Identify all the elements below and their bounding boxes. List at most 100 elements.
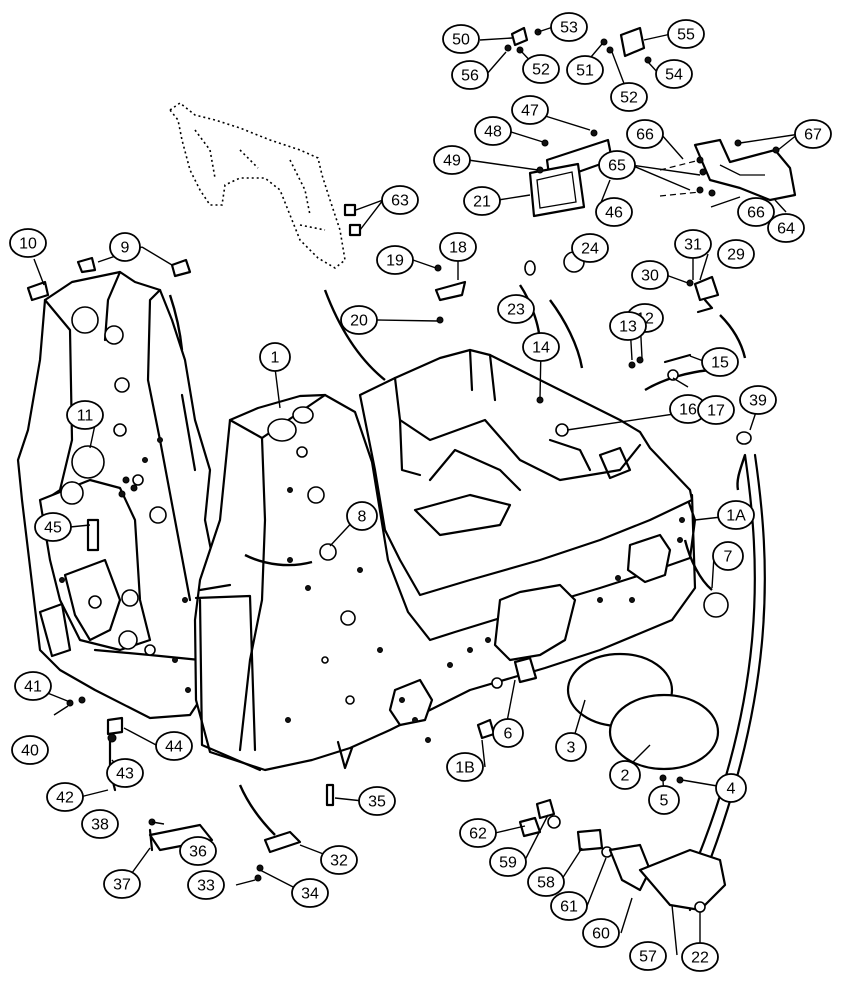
callout-bubble — [376, 245, 414, 275]
callout-65: 65 — [598, 150, 636, 180]
callout-54: 54 — [655, 59, 693, 89]
callout-number: 29 — [727, 247, 745, 264]
callout-number: 59 — [499, 855, 517, 872]
callout-bubble — [717, 500, 755, 530]
callout-5: 5 — [648, 785, 680, 815]
callout-11: 11 — [66, 400, 104, 430]
callout-number: 47 — [521, 103, 539, 120]
callout-bubble — [179, 836, 217, 866]
callout-number: 24 — [581, 241, 599, 258]
callout-bubble — [595, 197, 633, 227]
callout-number: 1B — [455, 760, 475, 777]
callout-bubble — [610, 82, 648, 112]
callout-bubble — [701, 347, 739, 377]
callout-34: 34 — [291, 878, 329, 908]
callout-44: 44 — [155, 731, 193, 761]
callout-61: 61 — [550, 891, 588, 921]
callout-1B: 1B — [446, 752, 484, 782]
callout-bubble — [522, 54, 560, 84]
callout-bubble — [346, 501, 378, 531]
callout-35: 35 — [358, 786, 396, 816]
callout-52b: 52 — [610, 82, 648, 112]
callout-number: 48 — [484, 124, 502, 141]
callout-18: 18 — [439, 232, 477, 262]
callout-bubble — [566, 55, 604, 85]
callout-bubble — [492, 718, 524, 748]
callout-32: 32 — [320, 845, 358, 875]
callout-bubble — [14, 671, 52, 701]
callout-number: 55 — [677, 27, 695, 44]
callout-bubble — [442, 24, 480, 54]
callout-number: 43 — [116, 766, 134, 783]
callout-number: 16 — [679, 402, 697, 419]
callout-bubble — [106, 758, 144, 788]
callout-bubble — [737, 197, 775, 227]
callout-number: 66 — [747, 205, 765, 222]
callout-number: 36 — [189, 844, 207, 861]
callout-42: 42 — [46, 782, 84, 812]
callout-number: 1 — [271, 350, 280, 367]
callout-number: 30 — [641, 268, 659, 285]
callout-bubble — [259, 342, 291, 372]
callout-bubble — [109, 232, 141, 262]
callout-number: 49 — [443, 153, 461, 170]
callout-bubble — [739, 385, 777, 415]
callout-number: 3 — [567, 740, 576, 757]
callout-number: 13 — [619, 319, 637, 336]
callout-number: 39 — [749, 393, 767, 410]
callout-number: 23 — [507, 302, 525, 319]
callout-53: 53 — [550, 12, 588, 42]
callout-8: 8 — [346, 501, 378, 531]
callout-number: 37 — [113, 877, 131, 894]
callout-48: 48 — [474, 116, 512, 146]
callout-63: 63 — [381, 185, 419, 215]
callout-number: 22 — [691, 950, 709, 967]
callout-4: 4 — [715, 773, 747, 803]
callout-bubble — [712, 541, 744, 571]
callout-number: 62 — [469, 826, 487, 843]
callout-number: 5 — [660, 793, 669, 810]
main-chassis — [193, 348, 697, 772]
callout-bubble — [527, 867, 565, 897]
callout-45: 45 — [34, 512, 72, 542]
callout-bubble — [511, 95, 549, 125]
callout-bubble — [187, 870, 225, 900]
callout-bubble — [609, 311, 647, 341]
callout-55: 55 — [667, 19, 705, 49]
callout-38: 38 — [81, 809, 119, 839]
callout-bubble — [674, 229, 712, 259]
callout-number: 65 — [608, 158, 626, 175]
callout-bubble — [629, 941, 667, 971]
callout-47: 47 — [511, 95, 549, 125]
callout-64: 64 — [767, 213, 805, 243]
callout-31: 31 — [674, 229, 712, 259]
callout-bubble — [451, 60, 489, 90]
callout-13: 13 — [609, 311, 647, 341]
callout-number: 52 — [532, 62, 550, 79]
callout-57: 57 — [629, 941, 667, 971]
callout-bubble — [103, 869, 141, 899]
callout-bubble — [667, 19, 705, 49]
callout-58: 58 — [527, 867, 565, 897]
callout-40: 40 — [11, 735, 49, 765]
callout-7: 7 — [712, 541, 744, 571]
callout-number: 7 — [724, 549, 733, 566]
callout-bubble — [648, 785, 680, 815]
callout-number: 8 — [358, 509, 367, 526]
callout-number: 67 — [804, 127, 822, 144]
callout-bubble — [11, 735, 49, 765]
callout-50: 50 — [442, 24, 480, 54]
callout-number: 38 — [91, 817, 109, 834]
callout-bubble — [582, 918, 620, 948]
callout-67: 67 — [794, 119, 832, 149]
callout-43: 43 — [106, 758, 144, 788]
callout-number: 10 — [19, 236, 37, 253]
callout-66b: 66 — [737, 197, 775, 227]
callout-number: 45 — [44, 520, 62, 537]
callout-bubble — [340, 305, 378, 335]
callout-number: 51 — [576, 63, 594, 80]
callout-number: 50 — [452, 32, 470, 49]
callout-number: 63 — [391, 193, 409, 210]
callout-bubble — [631, 260, 669, 290]
callout-62: 62 — [459, 818, 497, 848]
